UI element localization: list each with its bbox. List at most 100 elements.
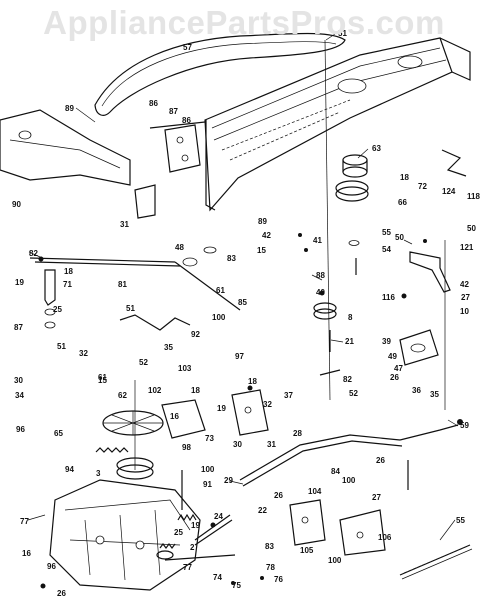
callout: 27 bbox=[372, 493, 381, 502]
callout: 87 bbox=[14, 323, 23, 332]
cooling-fan bbox=[102, 380, 164, 480]
callout: 3 bbox=[96, 469, 101, 478]
callout: 41 bbox=[313, 236, 322, 245]
callout: 8 bbox=[348, 313, 353, 322]
callout: 86 bbox=[149, 99, 158, 108]
callout: 35 bbox=[164, 343, 173, 352]
callout: 63 bbox=[372, 144, 381, 153]
callout: 31 bbox=[267, 440, 276, 449]
callout: 39 bbox=[382, 337, 391, 346]
callout: 19 bbox=[217, 404, 226, 413]
callout: 100 bbox=[342, 476, 356, 485]
callout: 32 bbox=[79, 349, 88, 358]
callout: 74 bbox=[213, 573, 222, 582]
callout: 96 bbox=[47, 562, 56, 571]
callout: 82 bbox=[343, 375, 352, 384]
speed-control-bracket bbox=[44, 269, 56, 329]
callout: 29 bbox=[224, 476, 233, 485]
idler-pulley-assembly bbox=[313, 39, 369, 401]
callout: 62 bbox=[118, 391, 127, 400]
callout: 19 bbox=[191, 521, 200, 530]
callout: 26 bbox=[390, 373, 399, 382]
brake-bracket bbox=[289, 499, 386, 556]
callout: 100 bbox=[328, 556, 342, 565]
callout: 47 bbox=[394, 364, 403, 373]
callout: 24 bbox=[214, 512, 223, 521]
callout: 77 bbox=[183, 563, 192, 572]
callout: 55 bbox=[456, 516, 465, 525]
leader-lines bbox=[27, 33, 459, 541]
callout: 25 bbox=[174, 528, 183, 537]
hardware bbox=[38, 233, 463, 589]
callout: 76 bbox=[274, 575, 283, 584]
callout: 100 bbox=[201, 465, 215, 474]
callout: 92 bbox=[191, 330, 200, 339]
callout: 55 bbox=[382, 228, 391, 237]
callout: 52 bbox=[349, 389, 358, 398]
callout: 54 bbox=[382, 245, 391, 254]
callout: 75 bbox=[232, 581, 241, 590]
callout: 85 bbox=[238, 298, 247, 307]
callout: 102 bbox=[148, 386, 162, 395]
callout: 26 bbox=[274, 491, 283, 500]
callout: 16 bbox=[170, 412, 179, 421]
callout: 66 bbox=[398, 198, 407, 207]
callout: 15 bbox=[98, 376, 107, 385]
shift-rod bbox=[29, 246, 241, 331]
frame-chassis bbox=[204, 37, 471, 212]
callout: 30 bbox=[14, 376, 23, 385]
callout: 65 bbox=[54, 429, 63, 438]
callout: 30 bbox=[233, 440, 242, 449]
callout: 51 bbox=[57, 342, 66, 351]
callout: 31 bbox=[120, 220, 129, 229]
callout: 10 bbox=[460, 307, 469, 316]
callout: 89 bbox=[65, 104, 74, 113]
callout: 51 bbox=[338, 29, 347, 38]
callout: 118 bbox=[467, 192, 480, 201]
callout: 37 bbox=[284, 391, 293, 400]
callout: 42 bbox=[460, 280, 469, 289]
callout: 35 bbox=[430, 390, 439, 399]
callout: 28 bbox=[293, 429, 302, 438]
callout: 36 bbox=[412, 386, 421, 395]
callout: 50 bbox=[395, 233, 404, 242]
callout: 89 bbox=[258, 217, 267, 226]
callout: 81 bbox=[118, 280, 127, 289]
watermark: AppliancePartsPros.com bbox=[43, 4, 445, 41]
callout: 78 bbox=[266, 563, 275, 572]
callout: 121 bbox=[460, 243, 474, 252]
drive-belt bbox=[94, 32, 346, 116]
callout: 22 bbox=[258, 506, 267, 515]
callout: 18 bbox=[64, 267, 73, 276]
callout: 59 bbox=[460, 421, 469, 430]
callout: 106 bbox=[378, 533, 392, 542]
callout: 57 bbox=[183, 43, 192, 52]
callout: 32 bbox=[263, 400, 272, 409]
callout: 2 bbox=[190, 543, 195, 552]
callout: 51 bbox=[126, 304, 135, 313]
clutch-lever bbox=[399, 149, 467, 410]
callout: 104 bbox=[308, 487, 322, 496]
center-brackets bbox=[134, 184, 341, 561]
brake-rods bbox=[194, 424, 459, 546]
springs bbox=[95, 447, 473, 580]
transaxle bbox=[49, 479, 201, 591]
callout: 16 bbox=[22, 549, 31, 558]
callout: 50 bbox=[467, 224, 476, 233]
callout: 26 bbox=[376, 456, 385, 465]
callout: 42 bbox=[262, 231, 271, 240]
callout: 71 bbox=[63, 280, 72, 289]
callout: 94 bbox=[65, 465, 74, 474]
callout: 91 bbox=[203, 480, 212, 489]
callout: 86 bbox=[182, 116, 191, 125]
callout: 52 bbox=[139, 358, 148, 367]
callout: 105 bbox=[300, 546, 314, 555]
callout: 27 bbox=[461, 293, 470, 302]
callout: 21 bbox=[345, 337, 354, 346]
callout: 87 bbox=[169, 107, 178, 116]
callout: 19 bbox=[15, 278, 24, 287]
callout: 98 bbox=[182, 443, 191, 452]
callout: 25 bbox=[53, 305, 62, 314]
part-callouts: 51 57 89 86 87 86 90 63 18 72 124 118 31… bbox=[12, 29, 480, 598]
